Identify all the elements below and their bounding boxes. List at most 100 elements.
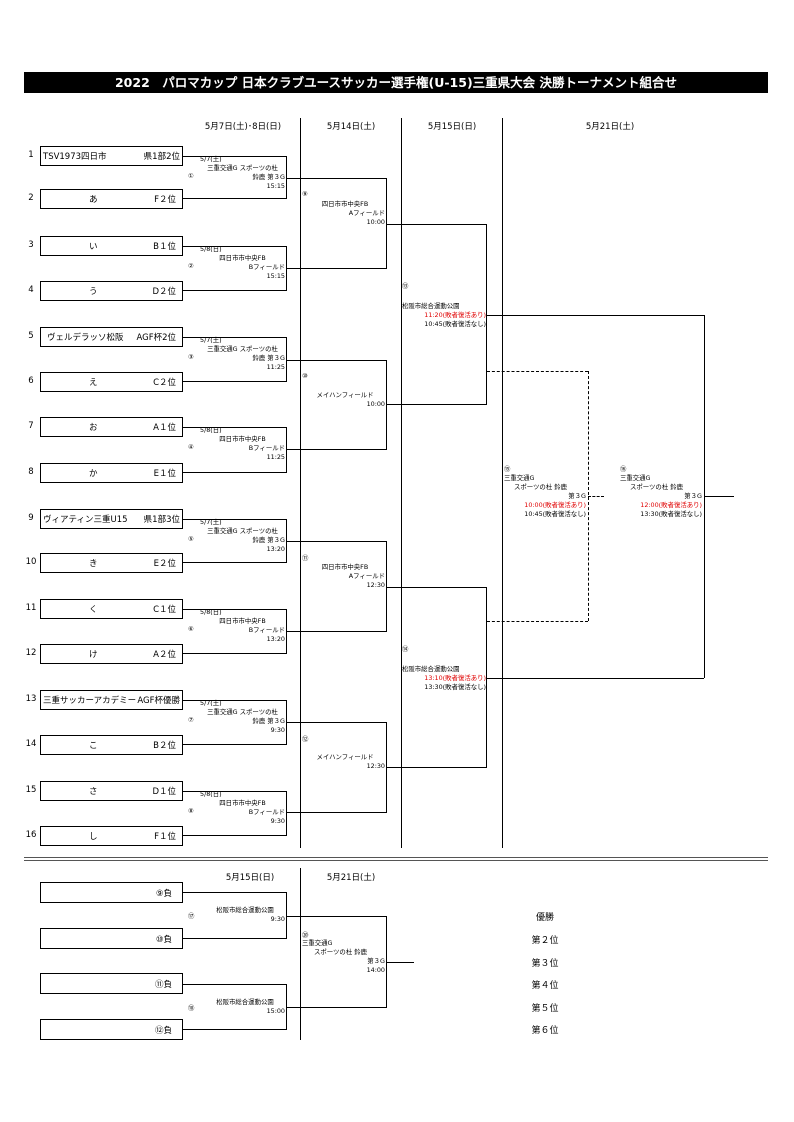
team-rank: B２位 xyxy=(153,741,176,751)
team-rank: D２位 xyxy=(152,287,176,297)
team-seed: 2 xyxy=(28,193,34,203)
team-seed: 16 xyxy=(25,830,37,840)
consolation-entry: ⑨負 xyxy=(40,882,183,903)
match-number: ⑬ xyxy=(402,282,409,290)
team-rank: A１位 xyxy=(153,423,176,433)
team-name: え xyxy=(89,378,98,388)
team-seed: 6 xyxy=(28,376,34,386)
consolation-date-1: 5月15日(日) xyxy=(225,873,275,883)
match-number: ⑧ xyxy=(188,807,194,815)
round1-bracket xyxy=(183,427,287,473)
team-seed: 11 xyxy=(25,603,37,613)
match-number: ⑪ xyxy=(302,554,309,562)
team-seed: 5 xyxy=(28,331,34,341)
team-box: え C２位 xyxy=(40,372,183,392)
placing-5th: 第５位 xyxy=(531,1004,559,1014)
section-separator xyxy=(24,860,768,861)
team-rank: 県1部2位 xyxy=(143,152,180,162)
placing-2nd: 第２位 xyxy=(531,936,559,946)
third-place-line xyxy=(487,621,588,622)
match-number: ③ xyxy=(188,353,194,361)
match-number: ⑱ xyxy=(188,1004,195,1012)
round3-bracket xyxy=(387,587,487,768)
match-info: 三重交通G スポーツの杜 鈴鹿 第３G 12:00(敗者復活あり) 13:30(… xyxy=(620,474,702,518)
team-name: ヴェルデラッソ松阪 xyxy=(47,333,124,343)
column-divider xyxy=(300,118,301,848)
column-divider xyxy=(401,118,402,848)
team-seed: 7 xyxy=(28,421,34,431)
team-rank: F２位 xyxy=(154,195,176,205)
round2-bracket xyxy=(287,360,387,450)
match-number: ④ xyxy=(188,443,194,451)
team-seed: 1 xyxy=(28,150,34,160)
team-rank: B１位 xyxy=(153,242,176,252)
round1-bracket xyxy=(183,519,287,563)
team-rank: C２位 xyxy=(153,378,176,388)
date-header-r3: 5月15日(日) xyxy=(427,122,477,132)
round2-bracket xyxy=(287,178,387,269)
team-box: く C１位 xyxy=(40,599,183,619)
team-name: い xyxy=(89,242,98,252)
match-number: ⑮ xyxy=(504,465,511,473)
team-box: う D２位 xyxy=(40,281,183,301)
team-rank: D１位 xyxy=(152,787,176,797)
team-name: か xyxy=(89,469,98,479)
team-seed: 13 xyxy=(25,694,37,704)
consolation-match-bracket xyxy=(183,984,287,1030)
column-divider xyxy=(300,868,301,1040)
date-header-r2: 5月14日(土) xyxy=(326,122,376,132)
round1-bracket xyxy=(183,337,287,382)
match-number: ⑫ xyxy=(302,735,309,743)
bracket-line xyxy=(487,315,704,316)
team-rank: F１位 xyxy=(154,832,176,842)
round1-bracket xyxy=(183,246,287,291)
consolation-entry: ⑪負 xyxy=(40,973,183,994)
team-rank: E２位 xyxy=(153,559,176,569)
bracket-line xyxy=(704,496,734,497)
match-number: ⑩ xyxy=(302,372,308,380)
match-number: ⑨ xyxy=(302,190,308,198)
column-divider xyxy=(502,118,503,848)
team-seed: 15 xyxy=(25,785,37,795)
match-number: ⑭ xyxy=(402,645,409,653)
match-info: 松阪市総合運動公園 15:00 xyxy=(216,998,285,1015)
consolation-match-bracket xyxy=(183,892,287,939)
placing-6th: 第６位 xyxy=(531,1026,559,1036)
team-name: お xyxy=(89,423,98,433)
team-seed: 8 xyxy=(28,467,34,477)
third-place-line xyxy=(487,371,588,372)
round3-bracket xyxy=(387,224,487,405)
team-rank: 県1部3位 xyxy=(143,515,180,525)
team-name: さ xyxy=(89,787,98,797)
consolation-final-bracket xyxy=(287,916,387,1008)
team-name: き xyxy=(89,559,98,569)
team-box: お A１位 xyxy=(40,417,183,437)
round1-bracket xyxy=(183,700,287,745)
team-name: あ xyxy=(89,195,98,205)
team-rank: A２位 xyxy=(153,650,176,660)
team-name: く xyxy=(89,605,98,615)
third-place-line xyxy=(588,496,604,497)
match-number: ⑦ xyxy=(188,716,194,724)
date-header-r4: 5月21日(土) xyxy=(585,122,635,132)
placing-4th: 第４位 xyxy=(531,981,559,991)
team-box: き E２位 xyxy=(40,553,183,573)
consolation-date-2: 5月21日(土) xyxy=(326,873,376,883)
team-rank: AGF杯2位 xyxy=(136,333,176,343)
team-rank: C１位 xyxy=(153,605,176,615)
team-box: TSV1973四日市県1部2位 xyxy=(40,146,183,166)
match-info: 三重交通G スポーツの杜 鈴鹿 第３G 10:00(敗者復活あり) 10:45(… xyxy=(504,474,586,518)
team-rank: E１位 xyxy=(153,469,176,479)
round2-bracket xyxy=(287,541,387,632)
team-name: う xyxy=(89,287,98,297)
